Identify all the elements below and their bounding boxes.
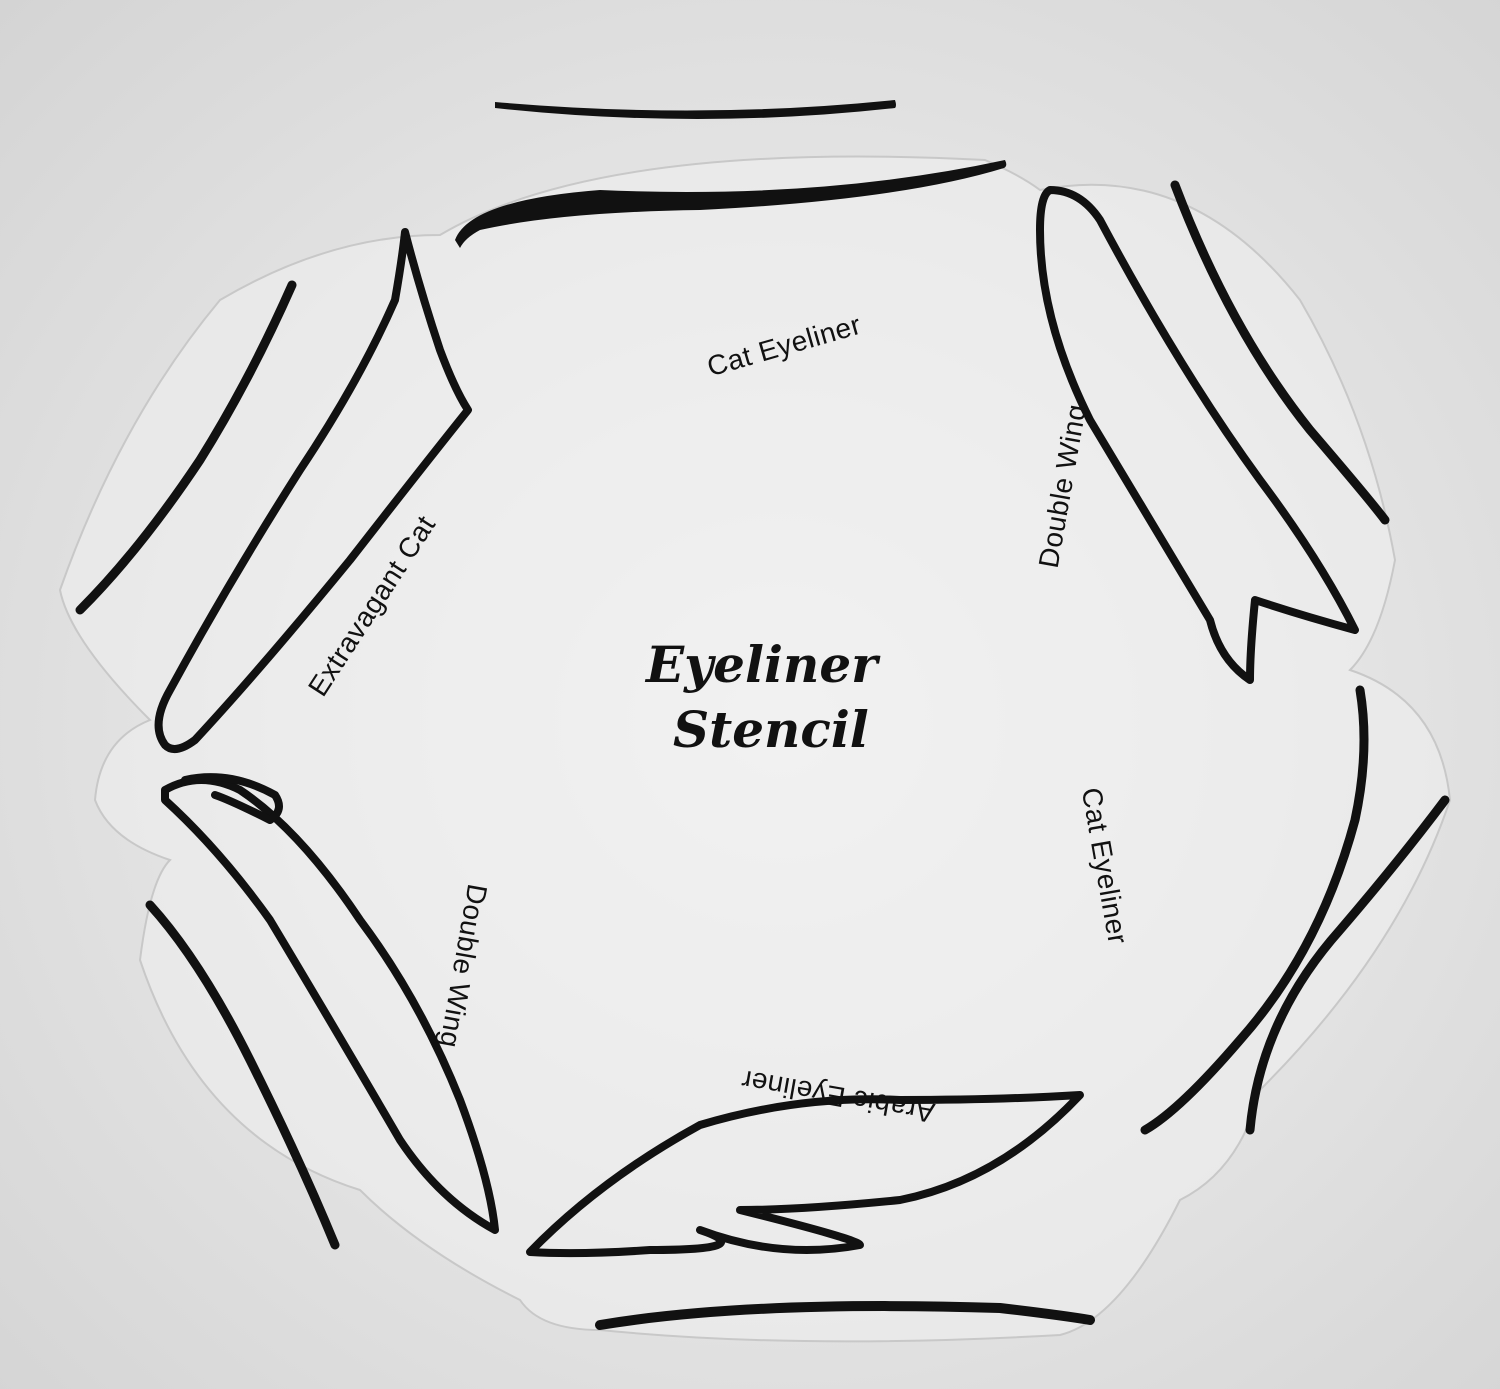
title-line-2: Stencil xyxy=(673,700,869,759)
upper-right-double-wing-shape xyxy=(1036,180,1390,684)
upper-left-extravagant-cat-shape xyxy=(75,228,472,753)
ul-outer-curve xyxy=(75,280,297,615)
bottom-arabic-eyeliner-shape xyxy=(526,1091,1095,1330)
ll-outer-curve xyxy=(145,900,340,1250)
ll-stencil-outline xyxy=(161,776,499,1234)
top-wing-line xyxy=(455,160,1007,248)
ur-stencil-outline xyxy=(1036,186,1359,684)
bottom-stencil-outline xyxy=(526,1091,1084,1258)
ur-outer-curve xyxy=(1170,180,1390,525)
lower-left-double-wing-shape xyxy=(145,773,499,1250)
top-cat-eyeliner-shape xyxy=(455,100,1007,248)
lr-outer-curve xyxy=(1140,685,1369,1135)
title-line-1: Eyeliner xyxy=(646,635,878,694)
lr-inner-curve xyxy=(1245,795,1450,1135)
sheet-outline xyxy=(58,155,1452,1343)
ul-stencil-outline xyxy=(154,228,472,753)
bottom-lower-line xyxy=(595,1301,1095,1330)
lower-right-cat-eyeliner-shape xyxy=(1140,685,1450,1135)
top-upper-line xyxy=(495,100,896,119)
ll-wing-hook xyxy=(181,773,283,824)
